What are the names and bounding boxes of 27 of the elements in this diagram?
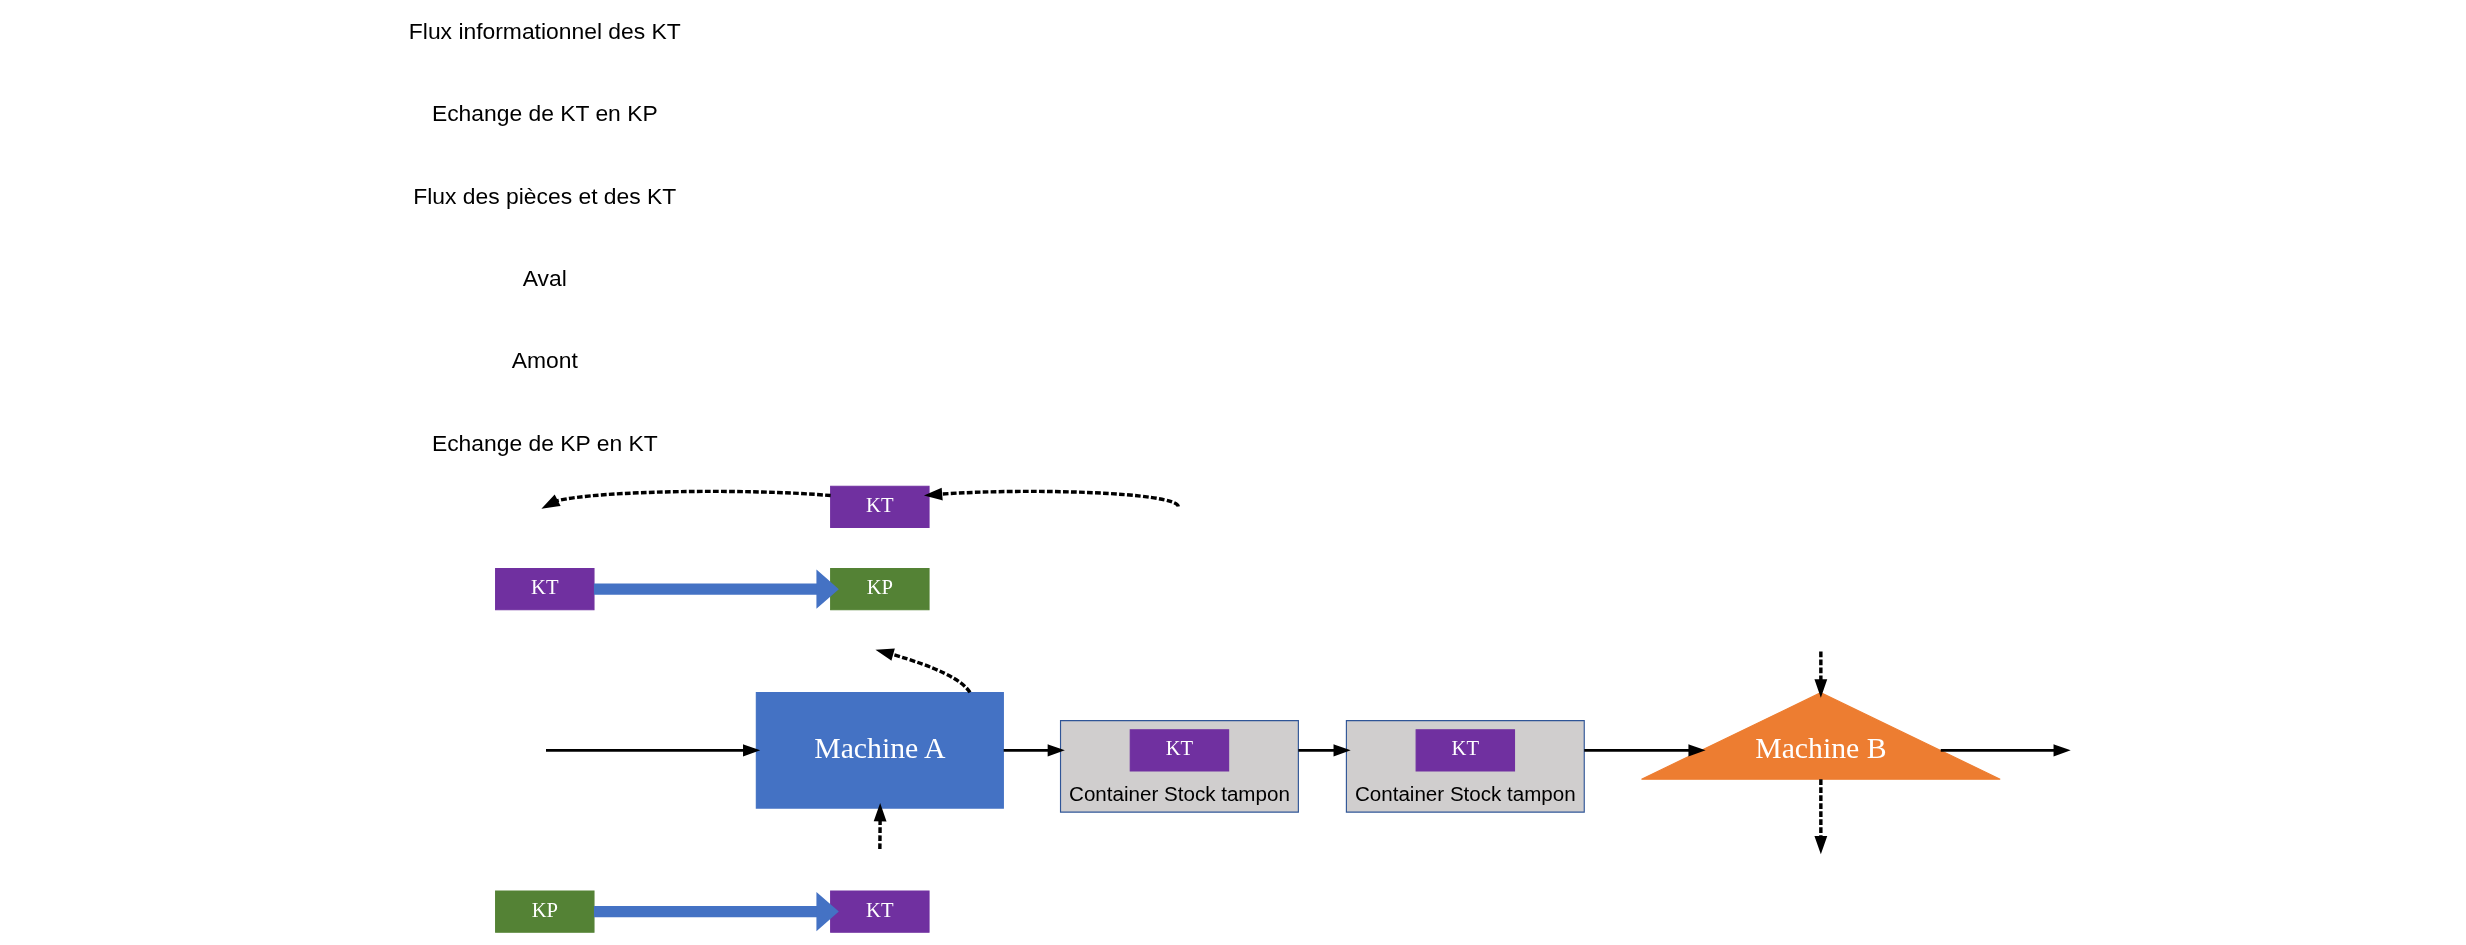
arrow [1940, 744, 2071, 757]
arrow [1297, 744, 1351, 757]
node-box: KT [829, 890, 930, 933]
label: Flux informationnel des KT [408, 18, 681, 45]
arrow [1813, 779, 1827, 855]
node-box: KP [494, 890, 595, 933]
label: Amont [511, 347, 578, 374]
arrow [923, 487, 1179, 508]
label: Flux des pièces et des KT [412, 182, 676, 209]
arrow [593, 892, 839, 932]
node-box: KP [829, 567, 930, 611]
node-box: KT [1129, 729, 1229, 772]
arrow [874, 648, 971, 694]
label: Aval [522, 265, 567, 292]
label: Echange de KT en KP [431, 100, 658, 127]
arrow [545, 744, 760, 757]
arrow [1583, 744, 1706, 757]
arrow [593, 569, 839, 609]
node-box: KT [494, 567, 595, 611]
node-box: KT [1415, 729, 1515, 772]
arrow [540, 489, 831, 509]
label: Echange de KP en KT [431, 429, 658, 456]
arrow [873, 803, 887, 850]
arrow [1003, 744, 1065, 757]
node-box: Machine A [755, 692, 1004, 809]
node-box: KT [829, 485, 930, 528]
arrow [1813, 651, 1827, 698]
